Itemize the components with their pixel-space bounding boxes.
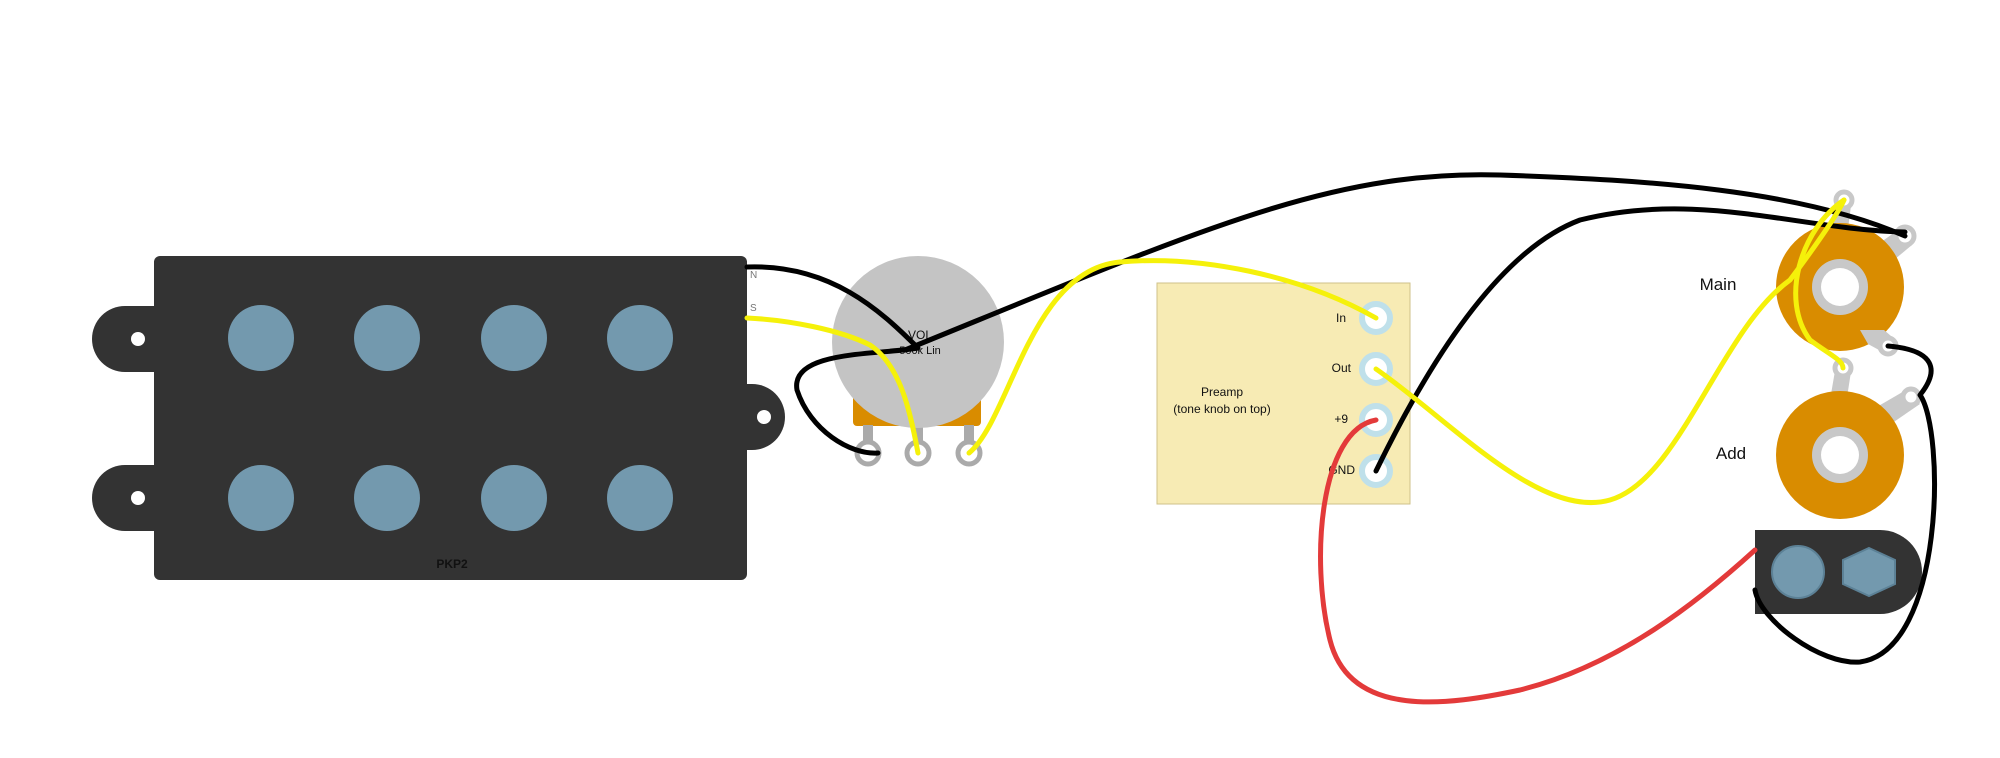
pole-piece — [481, 465, 547, 531]
pickup-mounting-ear-left-top — [92, 306, 155, 372]
wire-black — [744, 264, 921, 456]
battery-clip — [1755, 530, 1922, 614]
pot-label-line1: VOL — [908, 328, 932, 342]
jack-label-add: Add — [1716, 444, 1746, 463]
terminal-label-plus9: +9 — [1334, 412, 1348, 426]
wire-yellow — [966, 258, 1379, 456]
preamp: Preamp (tone knob on top) In Out +9 GND — [1156, 282, 1411, 505]
jack-hole — [1821, 268, 1859, 306]
wire-yellow — [1373, 197, 1847, 505]
pickup-mounting-ear-left-bottom — [92, 465, 155, 531]
preamp-title-line2: (tone knob on top) — [1173, 402, 1270, 416]
pickup-label: PKP2 — [436, 557, 468, 571]
preamp-title-line1: Preamp — [1201, 385, 1243, 399]
battery-snap-hex — [1842, 546, 1896, 598]
wire-yellow — [744, 315, 921, 456]
battery-snap-round — [1771, 545, 1825, 599]
pickup-body — [154, 256, 747, 580]
pole-piece — [354, 465, 420, 531]
pole-piece — [354, 305, 420, 371]
wire-red — [1318, 417, 1758, 705]
pot-body — [832, 256, 1004, 428]
pole-piece — [607, 465, 673, 531]
mount-hole — [131, 332, 145, 346]
pot-lug-stem — [863, 425, 873, 447]
wire-black — [1373, 206, 1908, 474]
pole-piece — [228, 465, 294, 531]
mount-hole — [757, 410, 771, 424]
terminal-label-in: In — [1336, 311, 1346, 325]
lead-label-south: S — [750, 303, 757, 314]
pot-lug-stem — [964, 425, 974, 447]
pot-lug-stem — [913, 425, 923, 447]
jack-add: Add — [1716, 357, 1922, 519]
jack-label-main: Main — [1700, 275, 1737, 294]
volume-pot: VOL 500k Lin — [832, 256, 1004, 467]
terminal-label-out: Out — [1332, 361, 1352, 375]
wire-yellow — [1793, 197, 1847, 371]
pole-piece — [481, 305, 547, 371]
lead-label-north: N — [750, 270, 757, 281]
wire-black — [1752, 343, 1937, 665]
jack-hole — [1821, 436, 1859, 474]
pole-piece — [607, 305, 673, 371]
wires — [744, 172, 1937, 705]
mount-hole — [131, 491, 145, 505]
jack-lug-hole — [1900, 386, 1922, 408]
pickup: PKP2 N S — [92, 256, 785, 580]
pole-piece — [228, 305, 294, 371]
